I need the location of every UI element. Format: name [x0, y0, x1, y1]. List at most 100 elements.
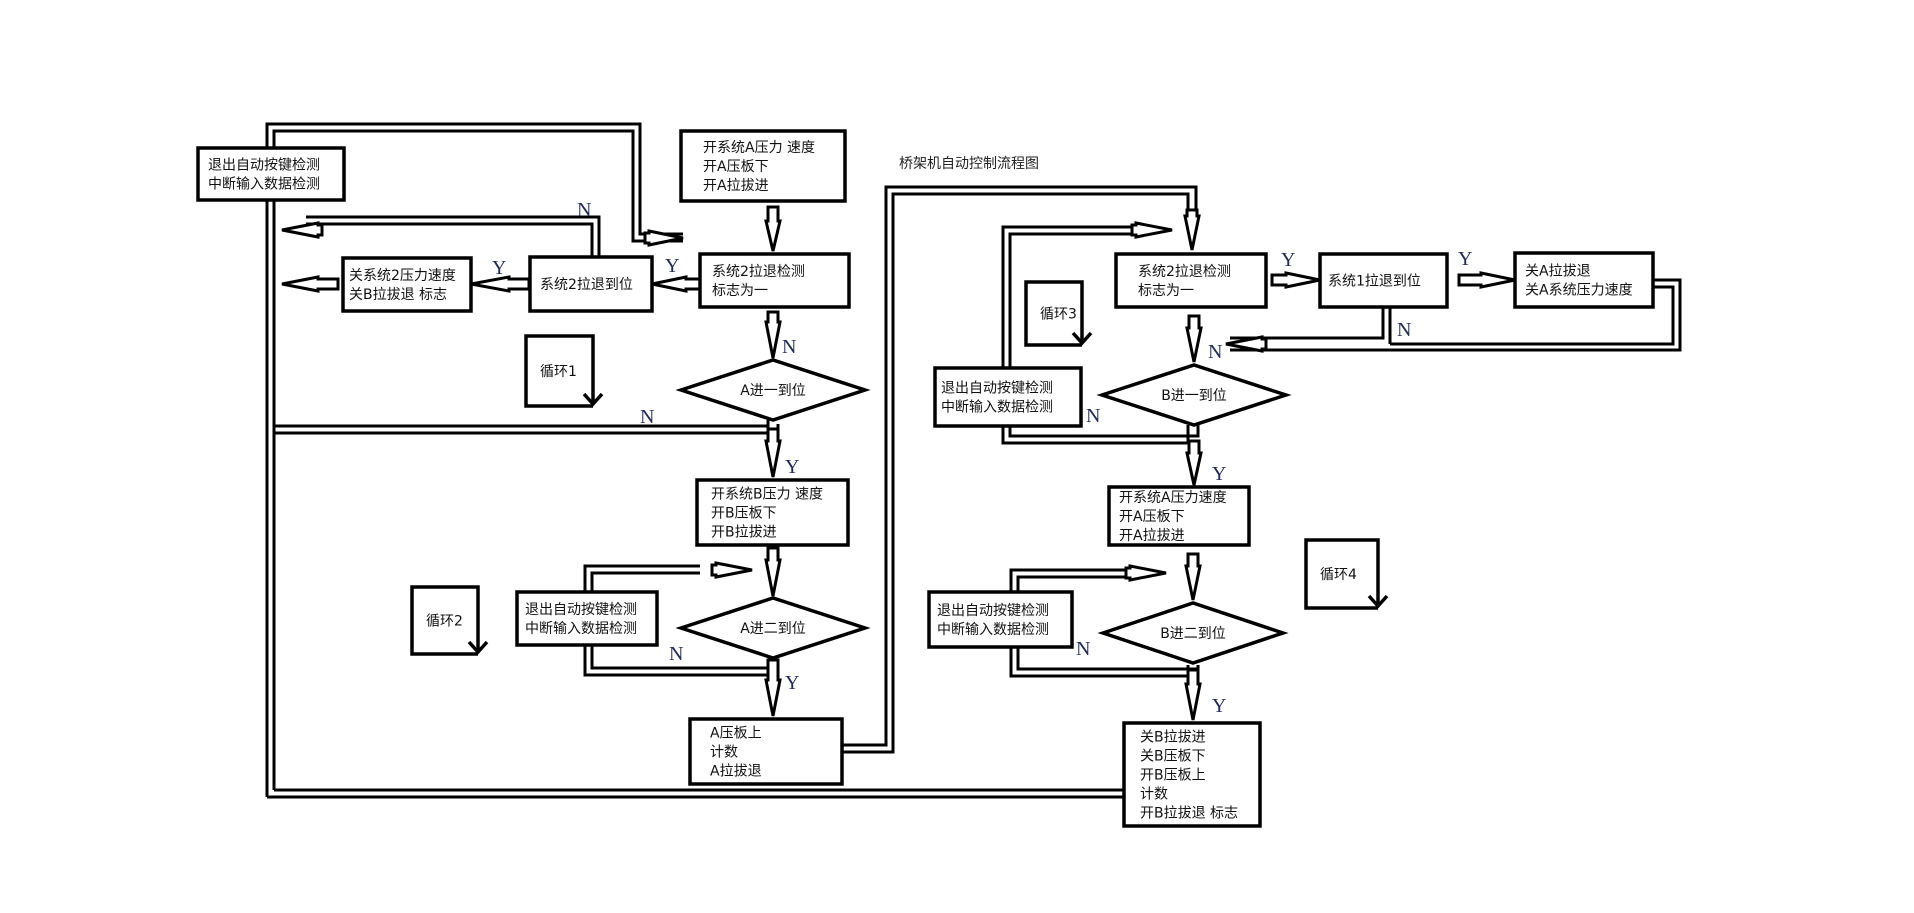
- a-to-right-inner: [842, 185, 1198, 747]
- node-sys1-retract: 系统1拉退到位: [1318, 252, 1449, 309]
- exit-r2-top-inner: [1016, 575, 1135, 592]
- node-text-line: A压板上: [710, 726, 762, 742]
- no-label: N: [1076, 638, 1090, 660]
- arrow-right-icon: [1124, 564, 1167, 582]
- decision-text: B进一到位: [1161, 388, 1227, 404]
- node-box: [341, 256, 473, 313]
- loop-outline: [1304, 538, 1380, 610]
- decision-diamond: [675, 596, 871, 660]
- outer-loop-top-inner: [272, 129, 683, 790]
- node-text-line: 退出自动按键检测: [941, 381, 1053, 397]
- arrow-down-icon: [1185, 314, 1203, 363]
- node-text-line: 退出自动按键检测: [937, 603, 1049, 619]
- node-box: [528, 255, 654, 313]
- node-box: [698, 252, 851, 309]
- node-text-line: 开B拉拔进: [711, 525, 777, 541]
- loop-arrow-icon: [467, 640, 489, 655]
- node-text-line: 系统2拉退到位: [540, 277, 633, 293]
- arrow-down-icon: [764, 310, 782, 359]
- arrow-down-icon: [764, 205, 782, 252]
- node-text-line: 系统2拉退检测: [1138, 264, 1231, 280]
- node-text-line: 退出自动按键检测: [208, 158, 320, 174]
- decision-diamond: [1096, 363, 1292, 427]
- node-text-line: 系统2拉退检测: [712, 264, 805, 280]
- node-text-line: 开A压板下: [1119, 509, 1185, 525]
- node-box: [695, 478, 850, 547]
- arrow-left-icon: [281, 275, 340, 293]
- node-sys2-retract-left: 系统2拉退到位: [528, 255, 654, 313]
- arrow-right-icon: [710, 561, 753, 579]
- yes-label: Y: [785, 456, 799, 478]
- node-text-line: 关B拉拔进: [1140, 730, 1206, 746]
- arrow-down-icon: [764, 546, 782, 597]
- loop-outline: [1024, 280, 1084, 347]
- connector-arrows: [281, 205, 1516, 721]
- yes-label: Y: [492, 257, 506, 279]
- node-text-line: 退出自动按键检测: [525, 602, 637, 618]
- close-a-return-outer: [1230, 278, 1682, 352]
- arrow-right-icon: [1457, 271, 1516, 289]
- no-label: N: [1397, 319, 1411, 341]
- arrow-right-icon: [1130, 221, 1173, 239]
- yes-label: Y: [1212, 695, 1226, 717]
- node-text-line: 开B压板下: [711, 506, 777, 522]
- loop-text: 循环4: [1320, 567, 1357, 583]
- node-text-line: 开B拉拔退 标志: [1140, 806, 1238, 822]
- arrow-left-icon: [470, 275, 531, 293]
- loop-arrow-icon: [1367, 594, 1389, 609]
- decision-diamond: [1097, 601, 1289, 665]
- node-text-line: 关A拉拔退: [1525, 264, 1591, 280]
- node-text-line: 中断输入数据检测: [937, 622, 1049, 638]
- a1-no-line-outer: [274, 420, 770, 428]
- node-loop1: 循环1: [524, 334, 604, 408]
- loop-text: 循环3: [1040, 307, 1077, 323]
- node-text-line: 关B拉拔退 标志: [349, 287, 447, 303]
- decision-diamond: [675, 358, 871, 422]
- node-text-line: 开系统A压力速度: [1119, 490, 1227, 506]
- node-text-line: 开A压板下: [703, 159, 769, 175]
- node-text-line: 开系统A压力 速度: [703, 140, 815, 156]
- arrow-down-icon: [1185, 439, 1203, 486]
- node-box: [1318, 252, 1449, 309]
- arrow-left-icon: [651, 275, 702, 293]
- node-box: [196, 146, 346, 202]
- node-box: [1114, 252, 1268, 309]
- loop-text: 循环1: [540, 364, 577, 380]
- arrow-down-icon: [1183, 208, 1201, 251]
- yes-label: Y: [1458, 248, 1472, 270]
- exit-r1-bottom-inner: [1008, 425, 1200, 438]
- node-text-line: 计数: [710, 745, 738, 761]
- yes-label: Y: [1212, 463, 1226, 485]
- loop-text: 循环2: [426, 614, 463, 630]
- node-text-line: 关B压板下: [1140, 749, 1206, 765]
- node-box: [1107, 485, 1251, 547]
- no-label: N: [1208, 341, 1222, 363]
- node-box: [927, 590, 1074, 649]
- node-box: [515, 590, 659, 647]
- arrow-down-icon: [764, 427, 782, 478]
- arrow-down-icon: [1184, 668, 1202, 721]
- exit-mid-top-outer: [583, 564, 700, 592]
- node-text-line: 中断输入数据检测: [208, 177, 320, 193]
- node-text-line: 中断输入数据检测: [941, 400, 1053, 416]
- decision-a-advance1: A进一到位: [675, 358, 871, 422]
- exit-r1-top-inner: [1008, 232, 1135, 368]
- exit-r2-top-outer: [1009, 568, 1135, 592]
- node-text-line: A拉拔退: [710, 764, 762, 780]
- arrow-right-icon: [1270, 271, 1321, 289]
- node-box: [688, 717, 844, 786]
- yes-label: Y: [1281, 249, 1295, 271]
- node-text-line: 开B压板上: [1140, 768, 1206, 784]
